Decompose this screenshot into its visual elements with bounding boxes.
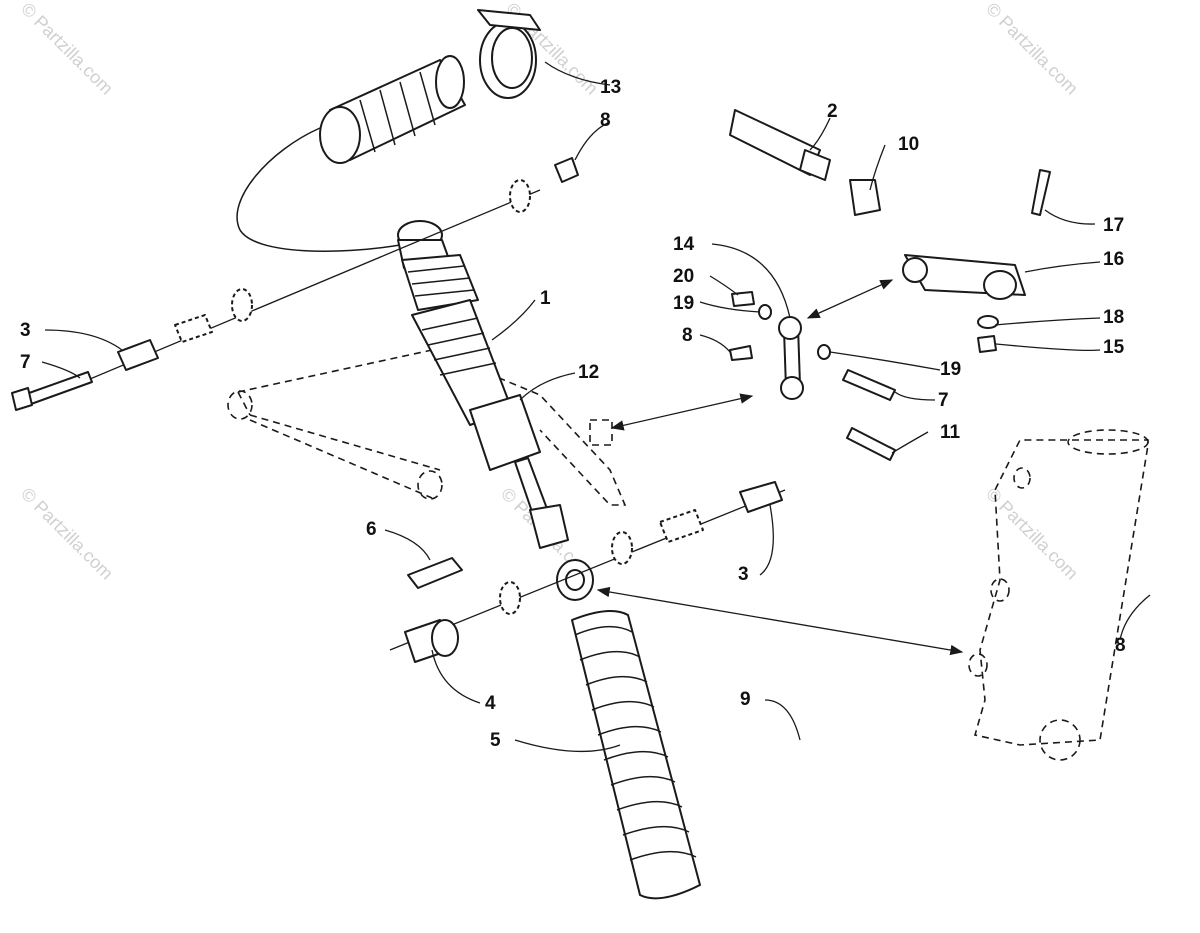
callout-4: 4 (485, 693, 496, 714)
arrow-link-to-arm (806, 279, 894, 319)
sway-bar-arm (729, 109, 1051, 353)
spindle-outline (968, 429, 1149, 761)
callout-labels: 1 2 3 3 4 5 6 7 7 8 8 8 9 10 11 12 13 14… (20, 77, 1126, 751)
watermark-top-right: © Partzilla.com (982, 0, 1082, 99)
sway-bar-link (729, 291, 896, 461)
callout-9: 9 (740, 689, 751, 710)
callout-2: 2 (827, 101, 838, 122)
callout-11: 11 (940, 422, 961, 443)
callout-18: 18 (1103, 307, 1124, 328)
callout-3-lower: 3 (738, 564, 749, 585)
callout-3-left: 3 (20, 320, 31, 341)
a-arm-outline (227, 349, 627, 506)
callout-15: 15 (1103, 337, 1125, 358)
reservoir-hose (236, 127, 401, 252)
callout-8-link: 8 (682, 325, 693, 346)
callout-12: 12 (578, 362, 599, 383)
leader-lines (41, 61, 1151, 753)
callout-1: 1 (540, 288, 551, 309)
shock-absorber (397, 220, 594, 601)
callout-7-left: 7 (20, 352, 31, 373)
reservoir-canister (319, 9, 541, 164)
arrow-shock-to-spindle (596, 586, 964, 656)
watermark-mid-left: © Partzilla.com (17, 484, 117, 584)
callout-19-right: 19 (940, 359, 961, 380)
callout-13: 13 (600, 77, 621, 98)
arrow-link-to-aarm (610, 393, 754, 431)
callout-5: 5 (490, 730, 501, 751)
callout-16: 16 (1103, 249, 1124, 270)
callout-8-spindle: 8 (1115, 635, 1126, 656)
lower-mount-hardware (389, 481, 786, 663)
callout-6: 6 (366, 519, 377, 540)
callout-14: 14 (673, 234, 695, 255)
callout-20: 20 (673, 266, 694, 287)
assembly-arrows (596, 279, 964, 656)
callout-8-top: 8 (600, 110, 611, 131)
coil-spring (571, 610, 701, 900)
callout-19-left: 19 (673, 293, 694, 314)
callout-10: 10 (898, 134, 919, 155)
left-hardware-stack (11, 157, 579, 411)
watermark-top-left: © Partzilla.com (17, 0, 117, 99)
callout-7-right: 7 (938, 390, 949, 411)
callout-17: 17 (1103, 215, 1124, 236)
